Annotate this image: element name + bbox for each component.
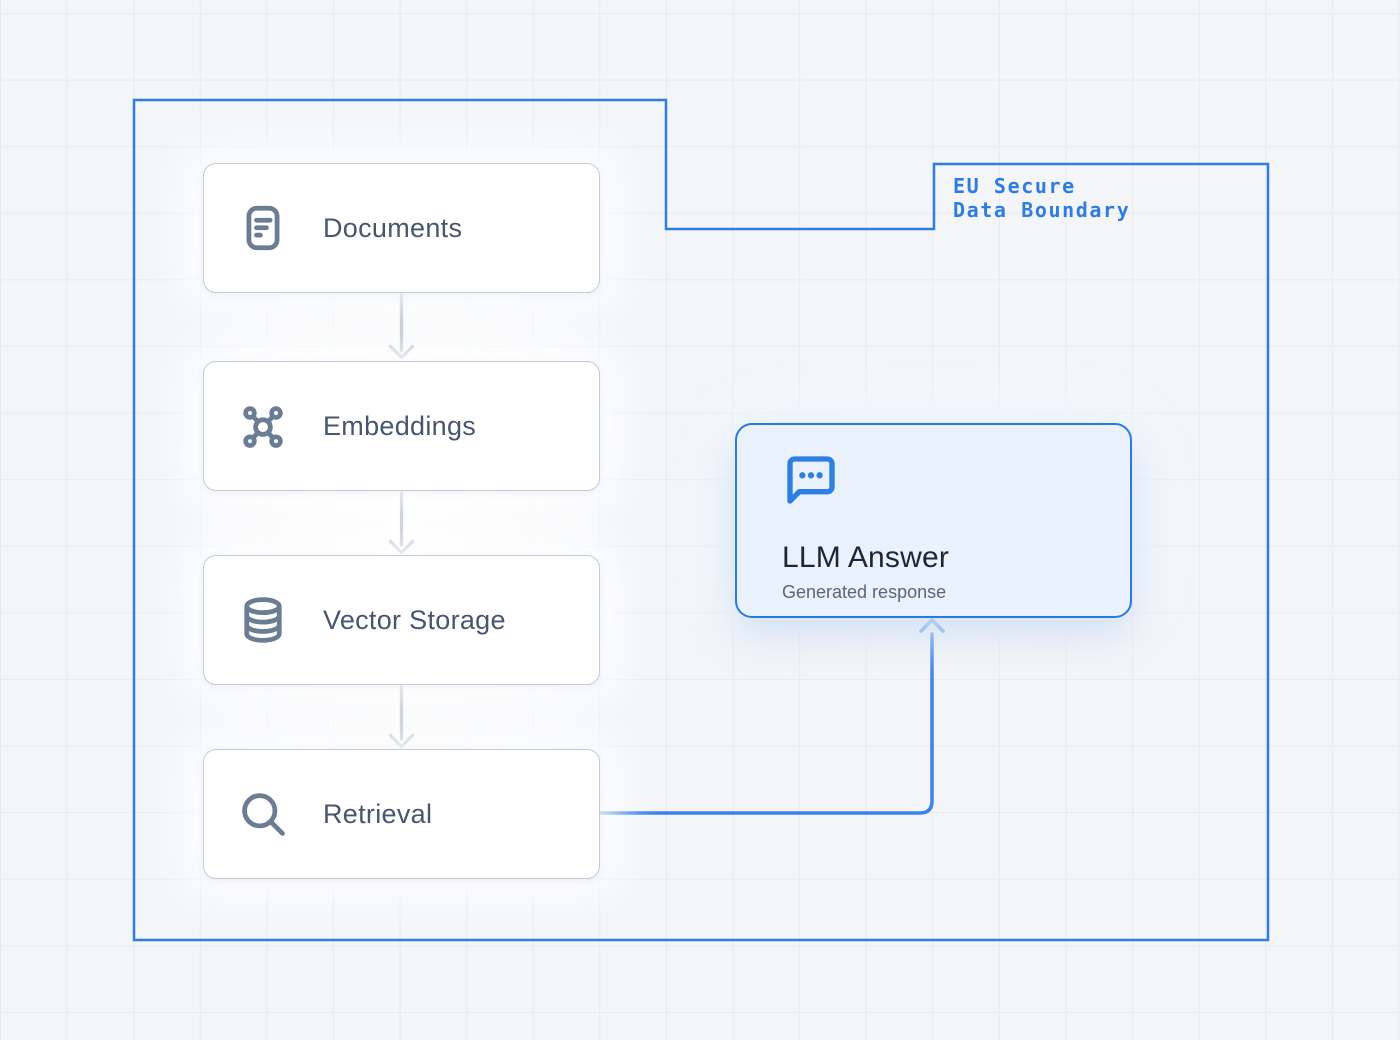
arrow-documents-to-embeddings (388, 293, 415, 360)
eu-boundary-outline (132, 98, 1270, 942)
arrow-embeddings-to-vector-storage (388, 491, 415, 555)
node-embeddings: Embeddings (203, 361, 600, 491)
database-icon (237, 594, 289, 646)
node-llm-answer: LLM Answer Generated response (735, 423, 1132, 618)
llm-answer-subtitle: Generated response (782, 582, 947, 602)
network-nodes-icon (237, 400, 289, 452)
connector-retrieval-to-llm (599, 618, 945, 815)
search-icon (237, 788, 289, 840)
node-vector-storage: Vector Storage (203, 555, 600, 685)
llm-answer-title: LLM Answer (782, 541, 950, 574)
node-label: Vector Storage (323, 604, 506, 635)
node-label: Retrieval (323, 798, 433, 829)
arrow-vector-storage-to-retrieval (388, 685, 415, 749)
chat-bubble-icon (782, 452, 840, 508)
node-retrieval: Retrieval (203, 749, 600, 879)
node-documents: Documents (203, 163, 600, 293)
node-label: Documents (323, 212, 463, 243)
node-label: Embeddings (323, 410, 477, 441)
boundary-label: EU Secure Data Boundary (953, 174, 1131, 222)
document-icon (237, 202, 289, 254)
